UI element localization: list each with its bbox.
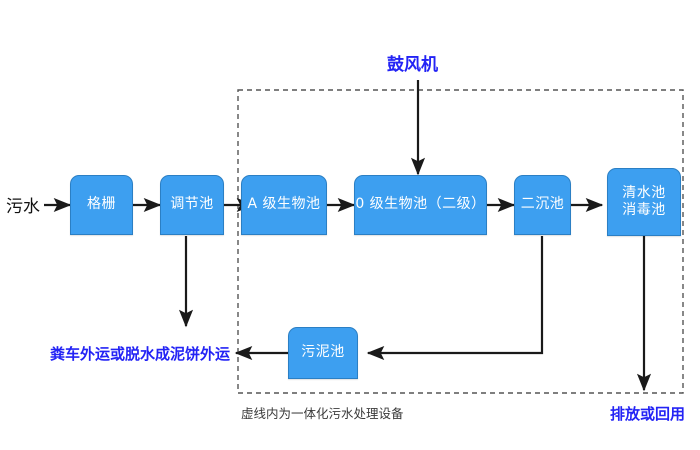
node-o-stage-bio-tank-label: 0 级生物池（二级）: [355, 196, 486, 213]
node-a-stage-bio-tank[interactable]: A 级生物池: [241, 175, 327, 235]
node-regulating-tank-label: 调节池: [170, 196, 214, 213]
blower-label: 鼓风机: [387, 55, 438, 75]
node-grille-label: 格栅: [87, 196, 116, 213]
node-sludge-tank[interactable]: 污泥池: [288, 327, 358, 379]
arrow-secondary-to-sludge-tank: [366, 236, 544, 361]
integrated-equipment-caption: 虚线内为一体化污水处理设备: [241, 406, 404, 421]
node-clean-water-tank-label: 清水池 消毒池: [622, 184, 666, 219]
discharge-reuse-label: 排放或回用: [610, 405, 686, 423]
node-grille[interactable]: 格栅: [70, 175, 133, 235]
node-a-stage-bio-tank-label: A 级生物池: [247, 196, 321, 213]
node-sludge-tank-label: 污泥池: [301, 344, 345, 361]
node-clean-water-tank[interactable]: 清水池 消毒池: [607, 168, 681, 236]
node-secondary-sedimentation-tank[interactable]: 二沉池: [514, 175, 571, 235]
node-regulating-tank[interactable]: 调节池: [160, 175, 224, 235]
node-secondary-sedimentation-tank-label: 二沉池: [520, 196, 565, 213]
sludge-disposal-label: 粪车外运或脱水成泥饼外运: [50, 345, 231, 363]
inlet-label: 污水: [6, 197, 40, 217]
node-o-stage-bio-tank[interactable]: 0 级生物池（二级）: [354, 175, 487, 235]
